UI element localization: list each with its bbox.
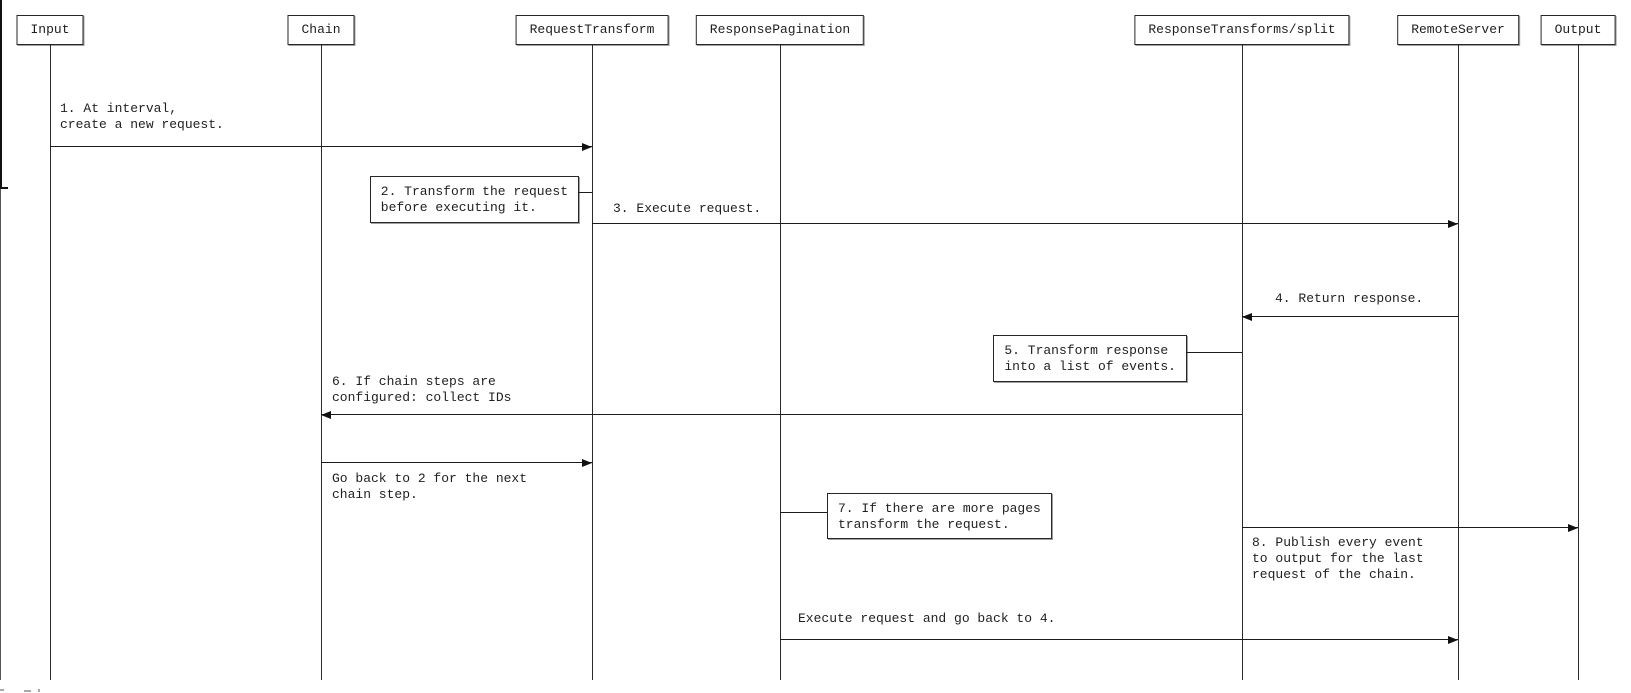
- message-label-m8: 8. Publish every event to output for the…: [1252, 535, 1424, 582]
- message-label-m4: 4. Return response.: [1275, 291, 1424, 306]
- participant-remote-server: RemoteServer: [1397, 15, 1519, 45]
- message-line-m4: [1242, 316, 1458, 317]
- lifeline-chain: [321, 45, 322, 680]
- lifeline-output: [1578, 45, 1579, 680]
- message-line-m-goback: [321, 462, 592, 463]
- message-arrowhead-m3: [1448, 219, 1458, 228]
- note-connector-n2: [579, 192, 592, 193]
- window-edge-bottom: [0, 189, 1, 680]
- participant-input: Input: [16, 15, 84, 45]
- message-label-m1: 1. At interval, create a new request.: [60, 101, 224, 132]
- note-box-n2: 2. Transform the request before executin…: [369, 176, 579, 223]
- lifeline-remote-server: [1458, 45, 1459, 680]
- message-label-m6: 6. If chain steps are configured: collec…: [332, 374, 512, 405]
- message-label-m-execute-again: Execute request and go back to 4.: [798, 611, 1056, 626]
- message-arrowhead-m-execute-again: [1448, 635, 1458, 644]
- message-arrowhead-m4: [1242, 312, 1252, 321]
- lifeline-input: [50, 45, 51, 680]
- cropped-text-mark-2: [24, 690, 31, 692]
- window-edge-top: [0, 0, 2, 188]
- note-box-n5: 5. Transform response into a list of eve…: [993, 335, 1187, 382]
- cropped-text-mark-1: [0, 689, 4, 691]
- message-line-m-execute-again: [780, 639, 1458, 640]
- message-arrowhead-m-goback: [582, 458, 592, 467]
- message-arrowhead-m1: [582, 142, 592, 151]
- message-label-m-goback: Go back to 2 for the next chain step.: [332, 471, 528, 502]
- message-arrowhead-m6: [321, 410, 331, 419]
- participant-response-pagination: ResponsePagination: [695, 15, 865, 45]
- participant-output: Output: [1540, 15, 1616, 45]
- note-connector-n7: [780, 512, 827, 513]
- message-label-m3: 3. Execute request.: [613, 201, 762, 216]
- message-line-m3: [592, 223, 1458, 224]
- message-line-m6: [321, 414, 1242, 415]
- lifeline-request-transform: [592, 45, 593, 680]
- window-edge-tick: [0, 187, 8, 189]
- note-box-n7: 7. If there are more pages transform the…: [827, 493, 1052, 539]
- lifeline-response-transforms-split: [1242, 45, 1243, 680]
- participant-request-transform: RequestTransform: [515, 15, 669, 45]
- message-line-m8: [1242, 527, 1578, 528]
- cropped-text-mark-3: [38, 689, 40, 692]
- participant-chain: Chain: [287, 15, 355, 45]
- lifeline-response-pagination: [780, 45, 781, 680]
- note-connector-n5: [1187, 352, 1242, 353]
- participant-response-transforms-split: ResponseTransforms/split: [1134, 15, 1350, 45]
- message-arrowhead-m8: [1568, 523, 1578, 532]
- message-line-m1: [50, 146, 592, 147]
